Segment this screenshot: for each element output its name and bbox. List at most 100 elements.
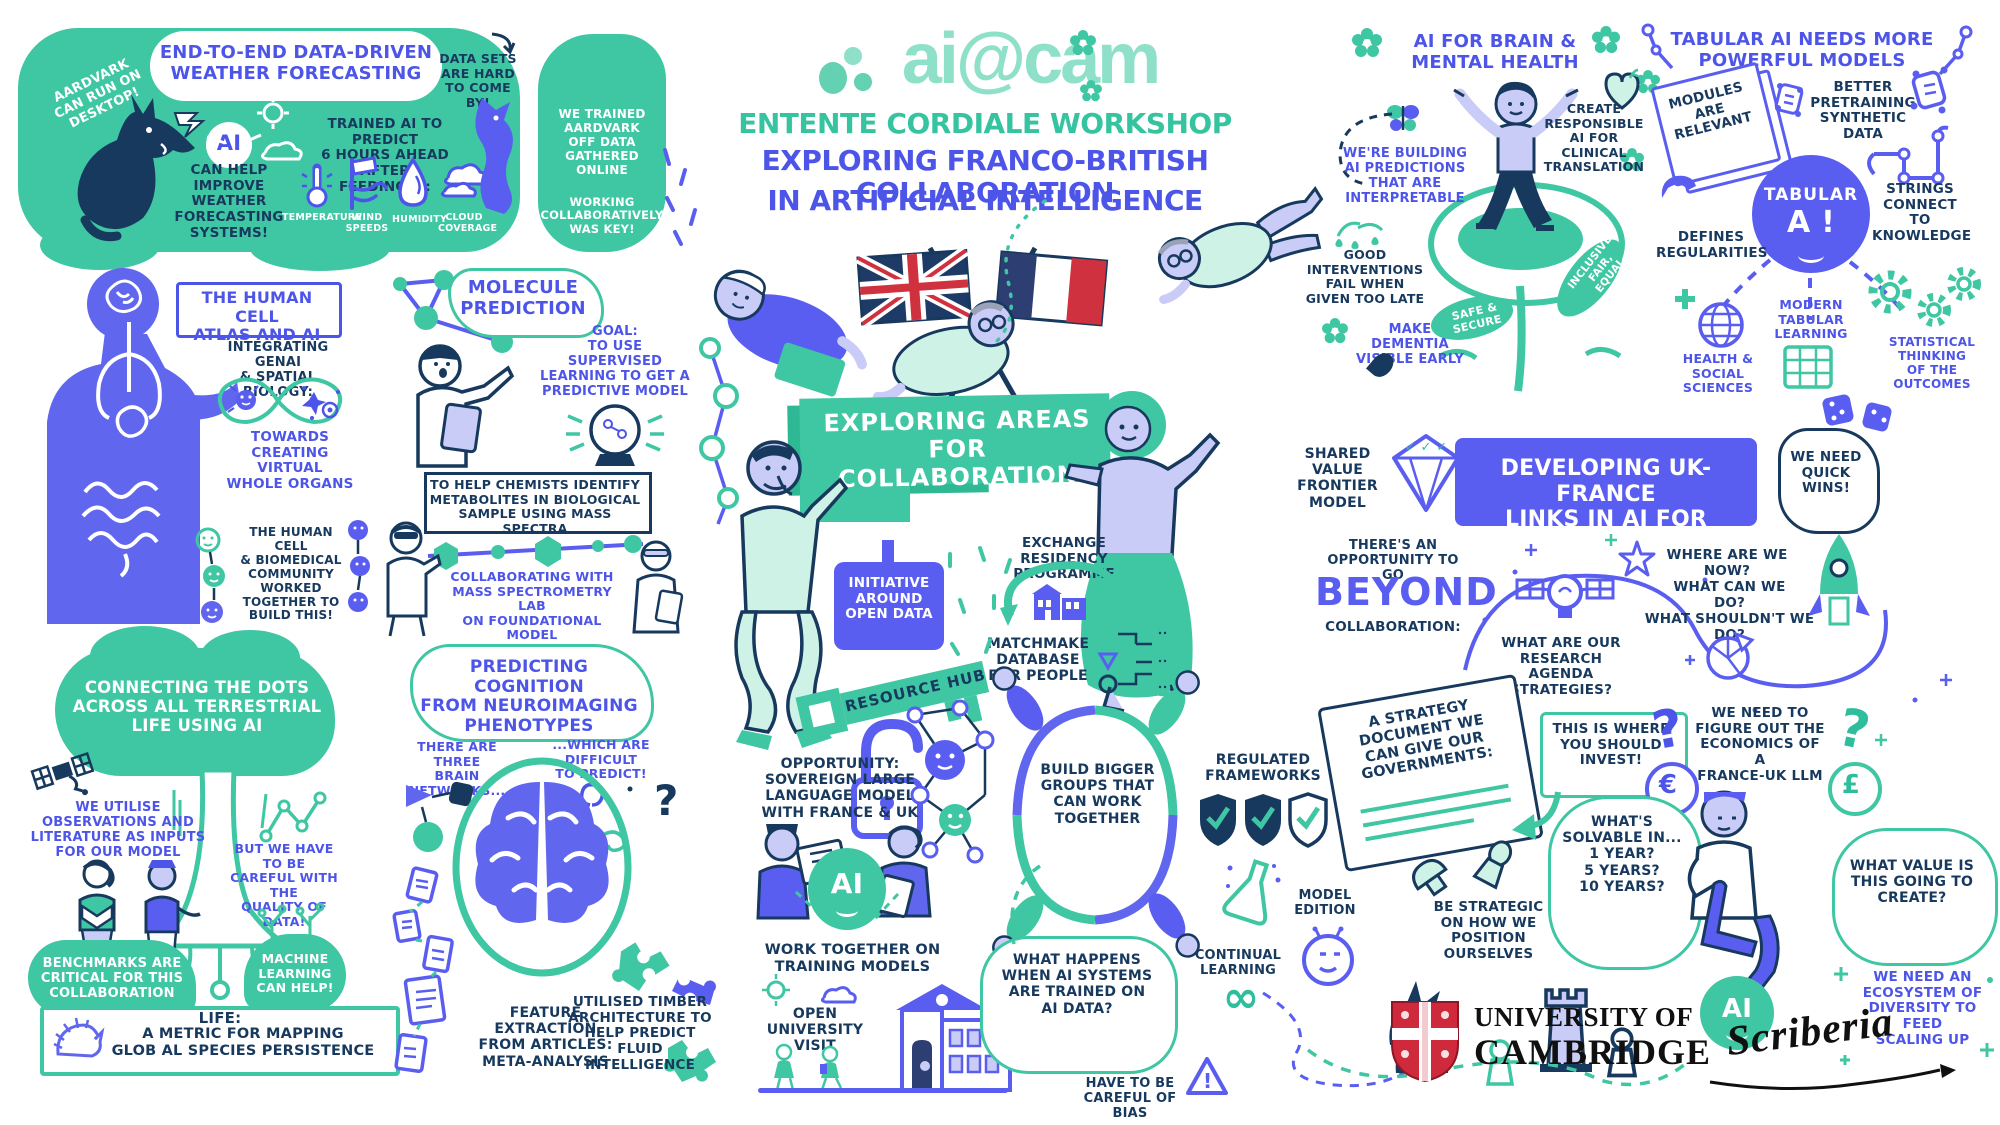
weather-cloud-bump1 <box>40 220 160 270</box>
euro-symbol: € <box>1658 770 1678 800</box>
exchange-arrow-building-icon <box>1000 561 1124 626</box>
terrestrial-ml: MACHINE LEARNING CAN HELP! <box>256 951 334 995</box>
molecule-chemists-box <box>424 472 652 534</box>
gears-icon <box>1868 267 1981 327</box>
thinking-man-illustration <box>1687 790 1780 1000</box>
weather-cloud-right <box>538 34 666 252</box>
atlas-integrating: INTEGRATING GENAI & SPATIAL BIOLOGY: <box>227 340 329 401</box>
open-university-text: OPEN UNIVERSITY VISIT <box>766 1006 864 1055</box>
tabular-corner-node-left <box>1641 23 1674 70</box>
flower-icon-4 <box>1070 30 1096 56</box>
shared-value-text: SHARED VALUE FRONTIER MODEL <box>1297 446 1378 511</box>
scroll-line-2 <box>1362 797 1512 828</box>
strings-icon <box>1867 125 1949 185</box>
ai-data-text: WHAT HAPPENS WHEN AI SYSTEMS ARE TRAINED… <box>1001 952 1153 1017</box>
modern-text: MODERN TABULAR LEARNING <box>1774 297 1848 341</box>
molecule-chemists: TO HELP CHEMISTS IDENTIFY METABOLITES IN… <box>429 477 641 536</box>
brain-illustration <box>452 757 632 977</box>
rocket-icon <box>1808 534 1870 626</box>
cognition-timber: UTILISED TIMBER ARCHITECTURE TO HELP PRE… <box>568 994 712 1073</box>
agenda-text: WHAT ARE OUR RESEARCH AGENDA STRATEGIES? <box>1501 635 1621 698</box>
heart-leaf-icon <box>1604 68 1640 110</box>
strings-text: STRINGS CONNECT TO KNOWLEDGE <box>1872 181 1972 244</box>
sprig-icons <box>257 902 325 948</box>
thermometer-icon <box>301 163 333 208</box>
molecule-title: MOLECULE PREDICTION <box>460 277 586 319</box>
aicam-logo-dots <box>819 47 872 94</box>
framework-shields-icon <box>1200 792 1328 848</box>
science-ai-label: AI <box>1721 994 1753 1024</box>
terrestrial-title: CONNECTING THE DOTS ACROSS ALL TERRESTRI… <box>72 678 322 736</box>
interpretable-text: WE'RE BUILDING AI PREDICTIONS THAT ARE I… <box>1342 146 1468 207</box>
lightbulb-satellite-icon <box>1515 574 1615 618</box>
solvable-cloud <box>1548 796 1702 970</box>
signature-flourish <box>1709 1064 1956 1091</box>
wind-icon <box>348 156 388 210</box>
ai-data-cloud <box>980 936 1178 1074</box>
terrestrial-life-title: LIFE: <box>198 1009 242 1027</box>
beyond-pre-text: THERE'S AN OPPORTUNITY TO GO <box>1327 538 1459 584</box>
pound-symbol: £ <box>1841 770 1861 800</box>
regulated-text: REGULATED FRAMEWORKS <box>1205 752 1321 785</box>
strategic-text: BE STRATEGIC ON HOW WE POSITION OURSELVE… <box>1433 899 1544 962</box>
model-dashed-route <box>1262 991 1427 1088</box>
matchmake-flow-icon <box>1097 624 1171 697</box>
science-ai-smile <box>1726 1028 1748 1041</box>
flower-icon-7 <box>1322 318 1348 344</box>
ml-bush <box>244 934 346 1012</box>
science-title: DEVELOPING UK-FRANCE LINKS IN AI FOR SCI… <box>1500 456 1712 558</box>
value-text: WHAT VALUE IS THIS GOING TO CREATE? <box>1849 858 1975 907</box>
pie-chart-icon <box>1706 631 1755 680</box>
rain-drops-icon <box>1335 221 1384 249</box>
weather-label-temperature: TEMPERATURE <box>282 212 363 223</box>
molecule-goal: GOAL: TO USE SUPERVISED LEARNING TO GET … <box>540 324 690 400</box>
university-ground-line <box>758 1088 1008 1093</box>
ai-node-circle <box>206 122 252 168</box>
beyond-post-text: COLLABORATION: <box>1325 619 1461 635</box>
resource-key-shape: RESOURCE HUB <box>784 631 1000 766</box>
teal-specks-opendata <box>948 546 1012 656</box>
joyful-woman-illustration <box>1453 81 1579 231</box>
economics-text: WE NEED TO FIGURE OUT THE ECONOMICS OF A… <box>1695 705 1825 784</box>
lab-scientist-illustration <box>632 540 684 634</box>
weather-online: WE TRAINED AARDVARK OFF DATA GATHERED ON… <box>558 107 646 177</box>
defines-text: DEFINES REGULARITIES <box>1656 229 1768 261</box>
teal-chain-bottom <box>1010 864 1041 945</box>
flying-woman-left-illustration <box>713 269 867 397</box>
terrestrial-inputs: WE UTILISE OBSERVATIONS AND LITERATURE A… <box>30 800 206 861</box>
what-shouldnt-text: WHAT SHOULDN'T WE DO? <box>1644 611 1815 643</box>
benchmarks-bush <box>28 940 196 1016</box>
sun-cloud-icons <box>762 974 857 1006</box>
tabular-robot-smile <box>1798 248 1824 263</box>
atlas-community-chain <box>195 527 225 623</box>
dementia-text: MAKE DEMENTIA VISIBLE EARLY <box>1356 322 1464 368</box>
cambridge-university-of: UNIVERSITY OF <box>1474 1002 1694 1032</box>
flower-platform-center <box>1458 208 1583 270</box>
weather-datasets: DATA SETS ARE HARD TO COME BY! <box>439 51 517 110</box>
cambridge-shield <box>1391 1001 1459 1083</box>
weather-can-help: CAN HELP IMPROVE WEATHER FORECASTING SYS… <box>174 162 284 241</box>
pawn-piece-icon <box>1485 1039 1515 1086</box>
module-chip-icon-2 <box>1910 66 1948 114</box>
health-text: HEALTH & SOCIAL SCIENCES <box>1682 351 1754 395</box>
cognition-title: PREDICTING COGNITION FROM NEUROIMAGING P… <box>420 657 638 737</box>
ecosystem-sparkles <box>1834 967 1994 1065</box>
network-smiley-icon <box>906 699 995 864</box>
solvable-text: WHAT'S SOLVABLE IN... 1 YEAR? 5 YEARS? 1… <box>1562 814 1682 895</box>
what-can-text: WHAT CAN WE DO? <box>1673 579 1786 611</box>
tree-canopy-bump1 <box>90 626 200 686</box>
puzzle-pieces-icon <box>612 942 716 1082</box>
ecosystem-text: WE NEED AN ECOSYSTEM OF DIVERSITY TO FEE… <box>1862 969 1983 1048</box>
tabular-robot-title: TABULAR <box>1763 185 1859 205</box>
atlas-community: THE HUMAN CELL & BIOMEDICAL COMMUNITY WO… <box>240 525 342 623</box>
human-body-illustration <box>47 268 240 624</box>
open-data-hanger <box>882 540 894 566</box>
flask-icon <box>1222 859 1281 926</box>
tree-canopy-bump2 <box>200 630 300 685</box>
brain-health-title: AI FOR BRAIN & MENTAL HEALTH <box>1411 31 1579 73</box>
strategy-text: A STRATEGY DOCUMENT WE CAN GIVE OUR GOVE… <box>1357 697 1495 784</box>
flower-icon-6 <box>1620 148 1644 172</box>
tabular-robot-face: A ! <box>1787 205 1835 240</box>
flower-icon-5 <box>1080 80 1102 102</box>
star-icon <box>1618 540 1656 577</box>
